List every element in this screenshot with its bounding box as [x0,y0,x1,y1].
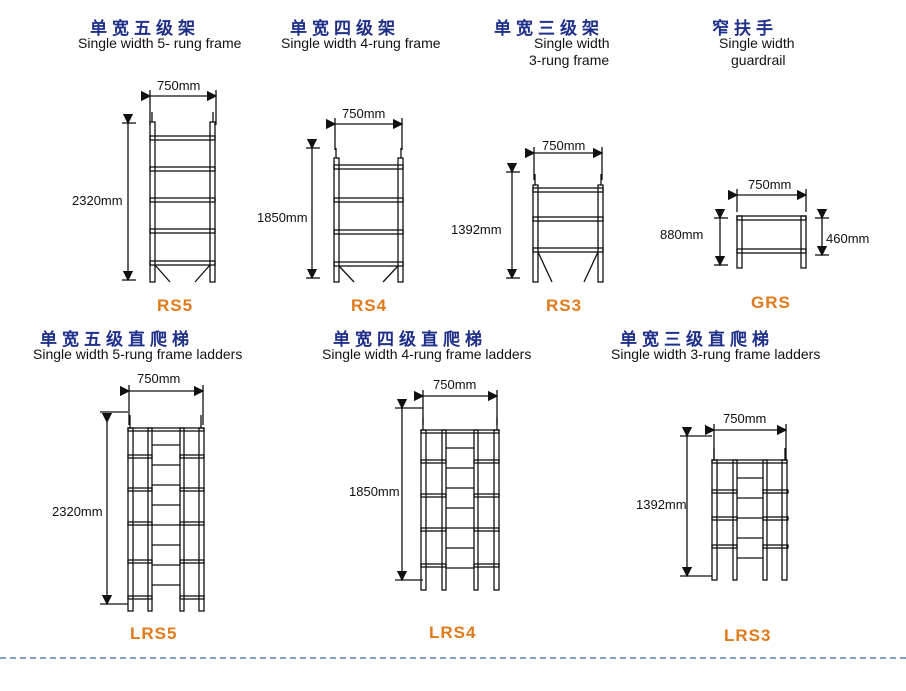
frame-title-en-rs4: Single width 4-rung frame [281,35,441,51]
frame-title-en-rs3-line1: Single width [534,35,610,51]
rs3-frame [506,147,604,283]
ladder-title-cn-lrs4: 单宽四级直爬梯 [333,330,487,350]
frame-title-en-grs-line2: guardrail [731,52,786,68]
ladder-title-cn-lrs3: 单宽三级直爬梯 [620,330,774,350]
lrs4-width-label: 750mm [433,377,477,392]
grs-width-label: 750mm [748,177,792,192]
ladder-title-en-lrs4: Single width 4-rung frame ladders [322,346,532,362]
frame-title-cn-rs3: 单宽三级架 [494,19,604,39]
lrs5-ladder [100,385,205,612]
lrs3-width-label: 750mm [723,411,767,426]
frame-title-en-rs5: Single width 5- rung frame [78,35,242,51]
rs3-width-label: 750mm [542,138,586,153]
rs4-code: RS4 [351,296,388,315]
ladder-title-en-lrs5: Single width 5-rung frame ladders [33,346,243,362]
frame-title-cn-rs4: 单宽四级架 [290,19,400,39]
lrs3-code: LRS3 [724,626,772,645]
frame-title-cn-rs5: 单宽五级架 [90,19,200,39]
lrs4-ladder [395,390,500,591]
rs5-code: RS5 [157,296,194,315]
lrs5-width-label: 750mm [137,371,181,386]
bottom-dashed-rule [0,657,906,659]
grs-code: GRS [751,293,791,312]
lrs5-height-label: 2320mm [52,504,103,519]
grs-height2-label: 460mm [826,231,870,246]
rs3-height-label: 1392mm [451,222,502,237]
rs5-width-label: 750mm [157,78,201,93]
ladder-title-en-lrs3: Single width 3-rung frame ladders [611,346,821,362]
rs4-width-label: 750mm [342,106,386,121]
rs5-height-label: 2320mm [72,193,123,208]
lrs3-height-label: 1392mm [636,497,687,512]
rs4-frame [306,118,404,283]
rs3-code: RS3 [546,296,583,315]
frame-title-en-rs3-line2: 3-rung frame [529,52,610,68]
ladder-title-cn-lrs5: 单宽五级直爬梯 [40,330,194,350]
rs4-height-label: 1850mm [257,210,308,225]
frame-title-cn-grs: 窄扶手 [712,19,778,39]
grs-height-label: 880mm [660,227,704,242]
rs5-frame [122,90,218,283]
lrs4-height-label: 1850mm [349,484,400,499]
frame-title-en-grs-line1: Single width [719,35,795,51]
lrs4-code: LRS4 [429,623,477,642]
grs-guardrail [714,189,829,269]
lrs3-ladder [680,424,789,581]
lrs5-code: LRS5 [130,624,178,643]
